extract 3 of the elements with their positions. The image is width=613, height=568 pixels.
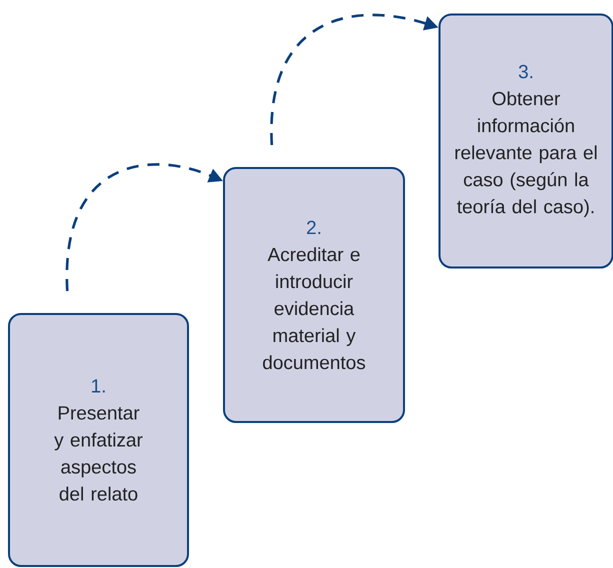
step-box: 3. Obtener información relevante para el caso (según la teoría del caso).	[438, 14, 613, 268]
step-box: 1. Presentar y enfatizar aspectos del relato	[8, 313, 189, 567]
step-box: 2. Acreditar e introducir evidencia material y documentos	[223, 167, 405, 423]
